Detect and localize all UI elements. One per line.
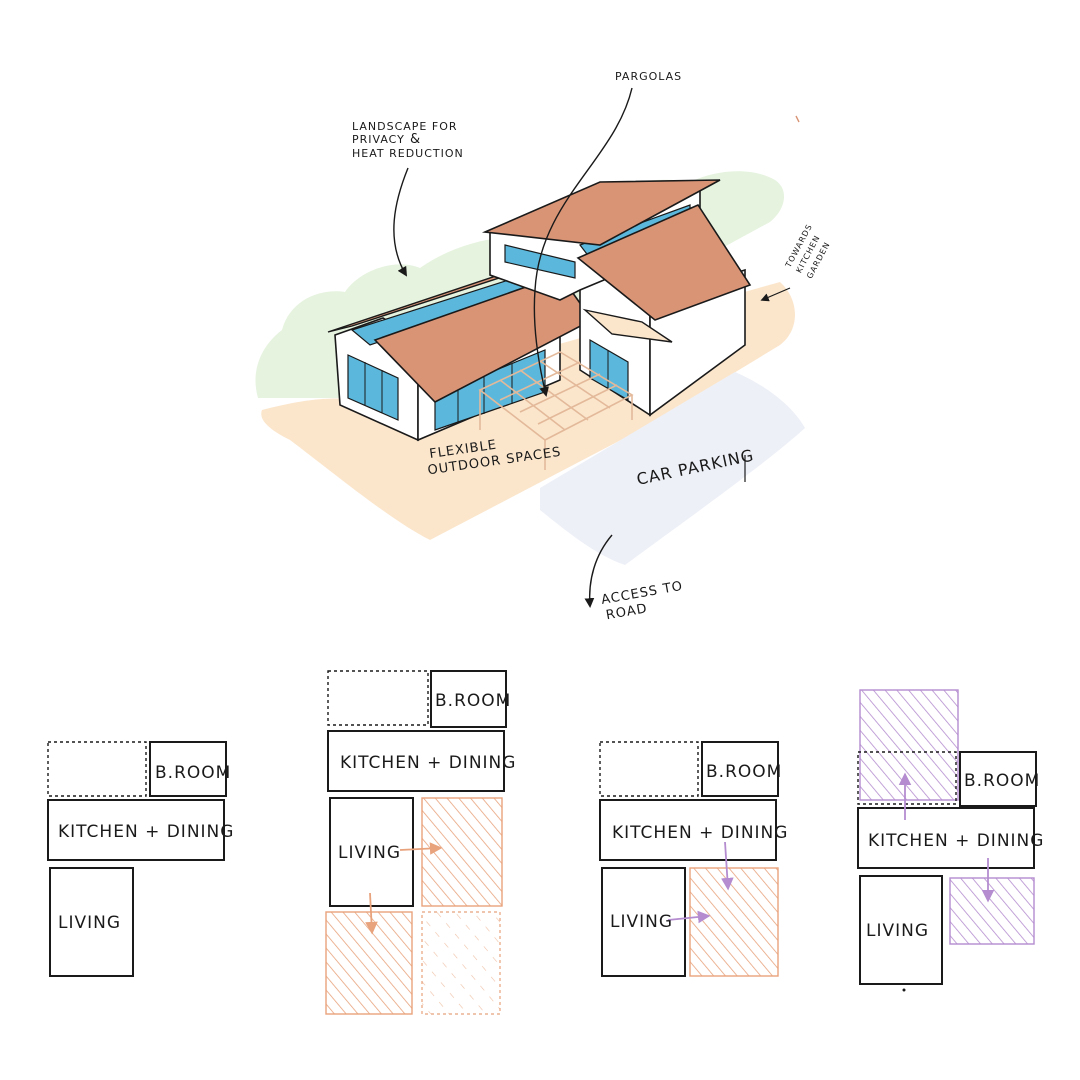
plan-diagram-3: B.ROOM KITCHEN + DINING LIVING	[599, 741, 788, 977]
plan-diagram-4: B.ROOM KITCHEN + DINING LIVING	[857, 689, 1044, 992]
pargolas-label: PARGOLAS	[615, 70, 682, 83]
plan-1-living-box	[49, 867, 134, 977]
plan-2-extension-right	[421, 797, 503, 907]
access-label-line-2: ROAD	[605, 601, 649, 623]
plan-3-living-label: LIVING	[610, 912, 673, 932]
plan-3-kitchen-label: KITCHEN + DINING	[612, 823, 788, 843]
plan-2-living-label: LIVING	[338, 843, 401, 863]
plan-1-bedroom-label: B.ROOM	[155, 763, 231, 783]
towards-garden-arrow	[760, 287, 791, 302]
plan-3-extension	[689, 867, 779, 977]
plan-4-extension-right	[949, 877, 1035, 945]
landscape-label-ampersand: &	[410, 132, 421, 147]
plan-1-kitchen-box	[47, 799, 225, 861]
plan-1-kitchen-label: KITCHEN + DINING	[58, 822, 234, 842]
plan-1-living-label: LIVING	[58, 913, 121, 933]
landscape-leader-arrow	[393, 167, 409, 277]
plan-4-future-space	[857, 751, 957, 805]
plan-4-bedroom-box	[959, 751, 1037, 807]
plan-2-kitchen-label: KITCHEN + DINING	[340, 753, 516, 773]
plan-1-bedroom-box	[149, 741, 227, 797]
plan-2-extension-below	[325, 911, 413, 1015]
car-parking-area	[540, 372, 805, 565]
plan-4-extension-above	[859, 689, 959, 801]
plan-3-living-box	[601, 867, 686, 977]
plan-3-future-space	[599, 741, 699, 797]
plan-2-kitchen-box	[327, 730, 505, 792]
plan-diagram-2: B.ROOM KITCHEN + DINING LIVING	[325, 670, 516, 1015]
upper-block-glass	[504, 244, 576, 279]
plan-1-future-space	[47, 741, 147, 797]
plan-4-living-box	[859, 875, 943, 985]
plan-3-kitchen-box	[599, 799, 777, 861]
plan-4-kitchen-box	[857, 807, 1035, 869]
pergola-grid	[478, 351, 634, 470]
left-wing-end-glass	[347, 354, 399, 421]
upper-block-roof	[481, 179, 721, 246]
right-block-roof	[576, 203, 752, 321]
landscape-label-line-2: PRIVACY	[352, 133, 405, 146]
access-leader-arrow	[584, 534, 613, 608]
plan-2-extension-future	[421, 911, 501, 1015]
plan-2-bedroom-box	[430, 670, 507, 728]
right-block-left-glass	[589, 338, 629, 402]
pargolas-leader-arrow	[533, 87, 633, 397]
plan-4-kitchen-label: KITCHEN + DINING	[868, 831, 1044, 851]
plan-4-living-label: LIVING	[866, 921, 929, 941]
plan-2-bedroom-label: B.ROOM	[435, 691, 511, 711]
first-floor-balcony	[582, 308, 673, 343]
plan-4-bedroom-label: B.ROOM	[964, 771, 1040, 791]
plan-3-bedroom-label: B.ROOM	[706, 762, 782, 782]
house-axonometric-sketch: LANDSCAPE FOR PRIVACY & HEAT REDUCTION P…	[255, 70, 832, 623]
landscape-label-line-1: LANDSCAPE FOR	[352, 120, 458, 133]
plan-diagram-1: B.ROOM KITCHEN + DINING LIVING	[47, 741, 234, 977]
plan-2-future-space	[327, 670, 429, 726]
landscape-label-line-3: HEAT REDUCTION	[352, 147, 464, 160]
plan-3-bedroom-box	[701, 741, 779, 797]
